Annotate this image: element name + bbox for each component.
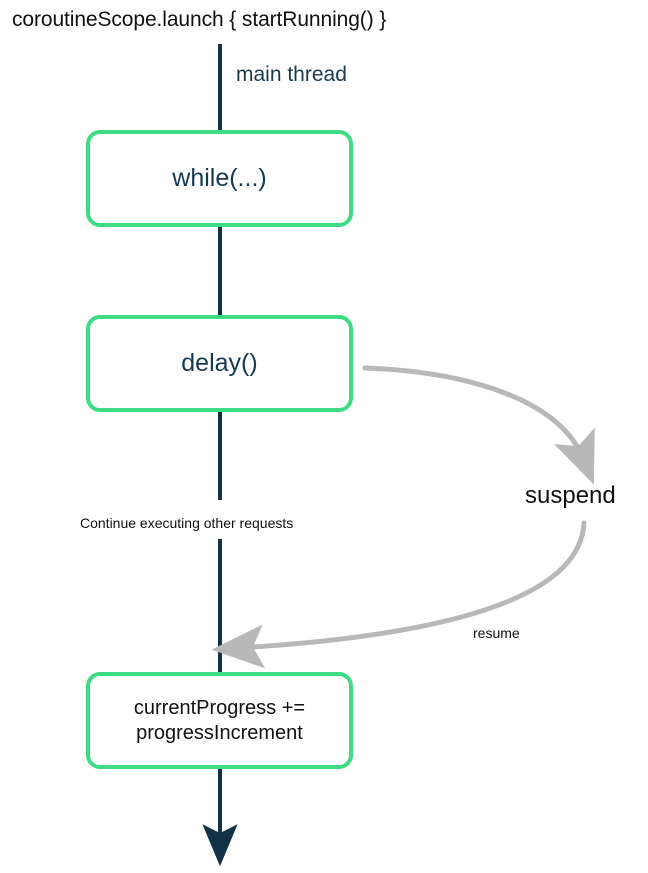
suspend-arrow — [362, 365, 595, 485]
process-node-while[interactable]: while(...) — [86, 130, 353, 227]
process-node-delay[interactable]: delay() — [86, 315, 353, 412]
process-node-delay-label: delay() — [181, 349, 258, 378]
main-thread-lane-label: main thread — [236, 63, 347, 86]
diagram-title: coroutineScope.launch { startRunning() } — [12, 8, 387, 31]
annotation-resume: resume — [473, 625, 520, 641]
process-node-while-label: while(...) — [172, 164, 267, 193]
process-node-progress[interactable]: currentProgress += progressIncrement — [86, 672, 353, 769]
annotation-continue-executing: Continue executing other requests — [80, 515, 294, 531]
process-node-progress-label: currentProgress += progressIncrement — [133, 697, 306, 744]
annotation-suspend: suspend — [525, 482, 616, 509]
resume-arrow — [211, 520, 587, 669]
